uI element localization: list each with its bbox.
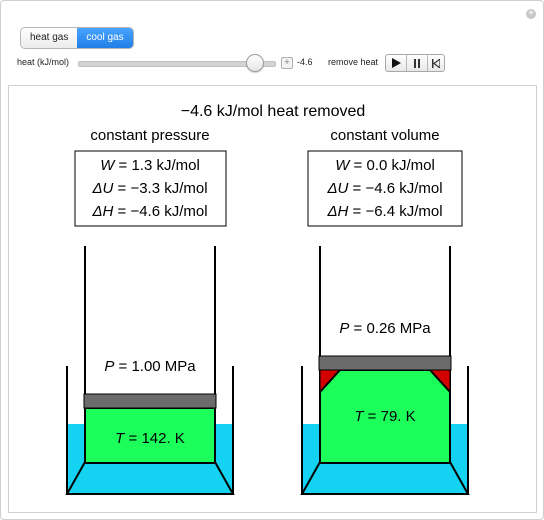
left-results-box <box>74 150 227 227</box>
right-pressure: P = 0.26 MPa <box>339 320 431 337</box>
right-beaker-base <box>300 461 470 495</box>
left-temperature: T = 142. K <box>115 430 185 447</box>
simulation-drawing: −4.6 kJ/mol heat removed constant pressu… <box>65 103 470 495</box>
right-results-box <box>307 150 463 227</box>
right-title: constant volume <box>330 127 439 144</box>
headline: −4.6 kJ/mol heat removed <box>181 103 366 120</box>
right-internal-energy: ΔU = −4.6 kJ/mol <box>326 180 442 197</box>
left-pressure: P = 1.00 MPa <box>104 358 196 375</box>
animator-controls <box>385 54 445 72</box>
left-enthalpy: ΔH = −4.6 kJ/mol <box>91 203 207 220</box>
left-work: W = 1.3 kJ/mol <box>100 157 200 174</box>
plus-icon[interactable]: + <box>526 9 536 19</box>
pause-icon <box>414 58 420 68</box>
right-work: W = 0.0 kJ/mol <box>335 157 435 174</box>
cool-gas-button[interactable]: cool gas <box>77 28 133 48</box>
slider-value: -4.6 <box>297 57 313 67</box>
left-beaker-base <box>65 461 235 495</box>
animator-label: remove heat <box>328 57 379 67</box>
step-back-icon <box>432 58 440 68</box>
play-icon <box>392 58 401 68</box>
heat-slider-thumb[interactable] <box>246 54 265 72</box>
heat-gas-button[interactable]: heat gas <box>21 28 78 48</box>
right-beaker: P = 0.26 MPa T = 79. K <box>300 246 470 495</box>
simulation-panel: −4.6 kJ/mol heat removed constant pressu… <box>8 85 537 513</box>
left-title: constant pressure <box>90 127 209 144</box>
step-back-button[interactable] <box>428 55 444 71</box>
slider-expand-icon[interactable]: + <box>281 57 293 69</box>
slider-label: heat (kJ/mol) <box>17 57 70 67</box>
pause-button[interactable] <box>407 55 428 71</box>
right-temperature: T = 79. K <box>354 408 415 425</box>
left-internal-energy: ΔU = −3.3 kJ/mol <box>91 180 207 197</box>
play-button[interactable] <box>386 55 407 71</box>
right-piston <box>318 355 452 371</box>
left-gas <box>84 407 216 464</box>
mode-toggle: heat gas cool gas <box>20 27 134 49</box>
left-piston <box>83 393 217 409</box>
left-beaker: P = 1.00 MPa T = 142. K <box>65 246 235 495</box>
heat-slider-track[interactable] <box>78 61 276 67</box>
right-enthalpy: ΔH = −6.4 kJ/mol <box>326 203 442 220</box>
